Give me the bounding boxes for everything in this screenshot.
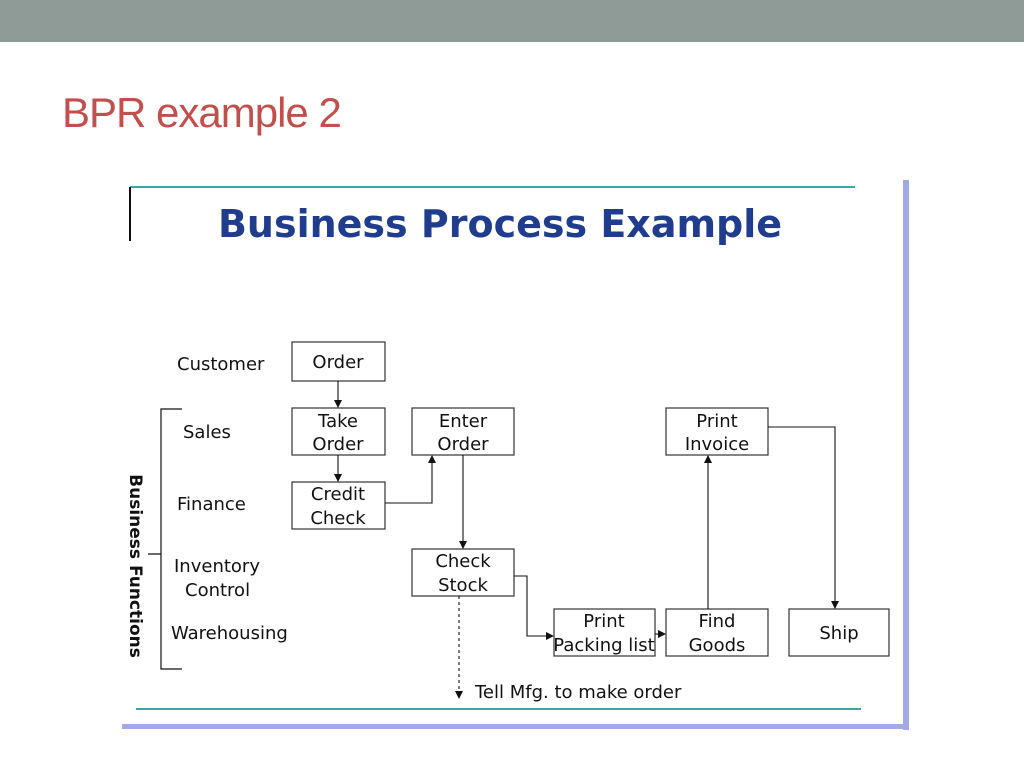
- svg-text:Find: Find: [699, 611, 736, 632]
- diagram-title: Business Process Example: [218, 202, 782, 246]
- step-check-stock: Check Stock: [411, 548, 515, 597]
- svg-text:Check: Check: [435, 551, 491, 572]
- svg-text:Credit: Credit: [311, 484, 365, 505]
- arrow-credit-check-to-enter-order: [385, 455, 436, 504]
- business-functions-label: Business Functions: [125, 474, 145, 658]
- step-order: Order: [291, 341, 386, 382]
- step-enter-order: Enter Order: [411, 407, 515, 456]
- slide-title: BPR example 2: [62, 89, 342, 136]
- svg-text:Ship: Ship: [819, 623, 858, 644]
- svg-text:Goods: Goods: [689, 635, 746, 656]
- step-find-goods: Find Goods: [665, 608, 769, 657]
- svg-text:Order: Order: [312, 434, 364, 455]
- figure-shadow-edge: [903, 180, 909, 730]
- arrow-print-invoice-to-ship: [768, 426, 839, 609]
- manufacturing-note: Tell Mfg. to make order: [474, 682, 682, 703]
- svg-text:Order: Order: [312, 352, 364, 373]
- arrow-check-stock-to-print-packing-list: [514, 575, 554, 640]
- svg-text:Check: Check: [310, 508, 366, 529]
- role-inventory-line2: Control: [185, 580, 250, 601]
- svg-text:Invoice: Invoice: [685, 434, 749, 455]
- figure-shadow-bottom: [122, 724, 909, 729]
- svg-text:Print: Print: [696, 411, 737, 432]
- svg-text:Take: Take: [317, 411, 358, 432]
- role-warehousing: Warehousing: [171, 623, 288, 644]
- step-credit-check: Credit Check: [291, 481, 386, 530]
- step-take-order: Take Order: [291, 407, 386, 456]
- role-finance: Finance: [177, 494, 246, 515]
- step-print-invoice: Print Invoice: [665, 407, 769, 456]
- step-ship: Ship: [788, 608, 890, 657]
- step-print-packing-list: Print Packing list: [553, 608, 656, 657]
- role-sales: Sales: [183, 422, 231, 443]
- top-accent-bar: [0, 0, 1024, 42]
- business-functions-bracket: [148, 408, 182, 670]
- svg-text:Order: Order: [437, 434, 489, 455]
- svg-text:Enter: Enter: [439, 411, 488, 432]
- svg-text:Stock: Stock: [438, 575, 488, 596]
- svg-text:Packing list: Packing list: [553, 635, 654, 656]
- process-diagram: Business Process Example Customer Sales …: [120, 178, 912, 730]
- role-inventory-line1: Inventory: [174, 556, 260, 577]
- svg-text:Print: Print: [583, 611, 624, 632]
- role-customer: Customer: [177, 354, 265, 375]
